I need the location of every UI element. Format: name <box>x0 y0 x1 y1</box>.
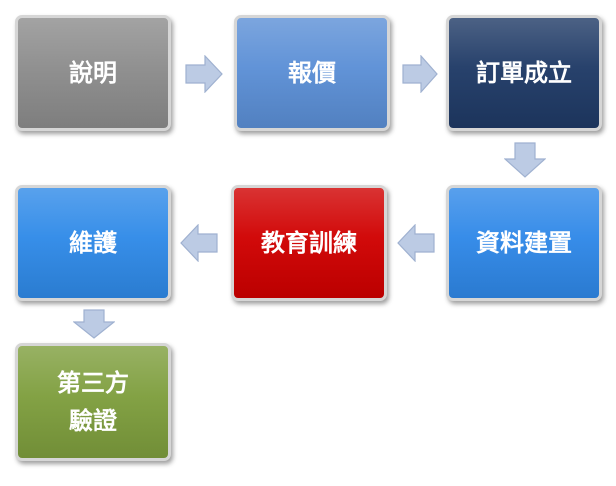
step-label: 教育訓練 <box>261 229 357 257</box>
step-label: 維護 <box>69 229 117 257</box>
step-data-setup-box: 資料建置 <box>446 185 602 301</box>
right-arrow-icon <box>402 55 438 93</box>
right-arrow-icon <box>185 55 223 93</box>
step-label: 報價 <box>288 59 336 87</box>
step-explanation-box: 說明 <box>15 15 171 131</box>
step-label: 訂單成立 <box>476 59 572 87</box>
down-arrow-icon <box>504 142 546 178</box>
down-arrow-icon <box>73 309 115 339</box>
step-label: 說明 <box>69 59 117 87</box>
left-arrow-icon <box>397 224 435 262</box>
left-arrow-icon <box>180 224 218 262</box>
step-maintenance-box: 維護 <box>15 185 171 301</box>
step-label: 資料建置 <box>476 229 572 257</box>
step-label-line-1: 第三方 <box>57 369 129 397</box>
step-quotation-box: 報價 <box>234 15 390 131</box>
step-third-party-verification-box: 第三方 驗證 <box>15 343 171 461</box>
step-label-line-2: 驗證 <box>69 407 117 435</box>
step-training-box: 教育訓練 <box>231 185 387 301</box>
step-order-established-box: 訂單成立 <box>446 15 602 131</box>
